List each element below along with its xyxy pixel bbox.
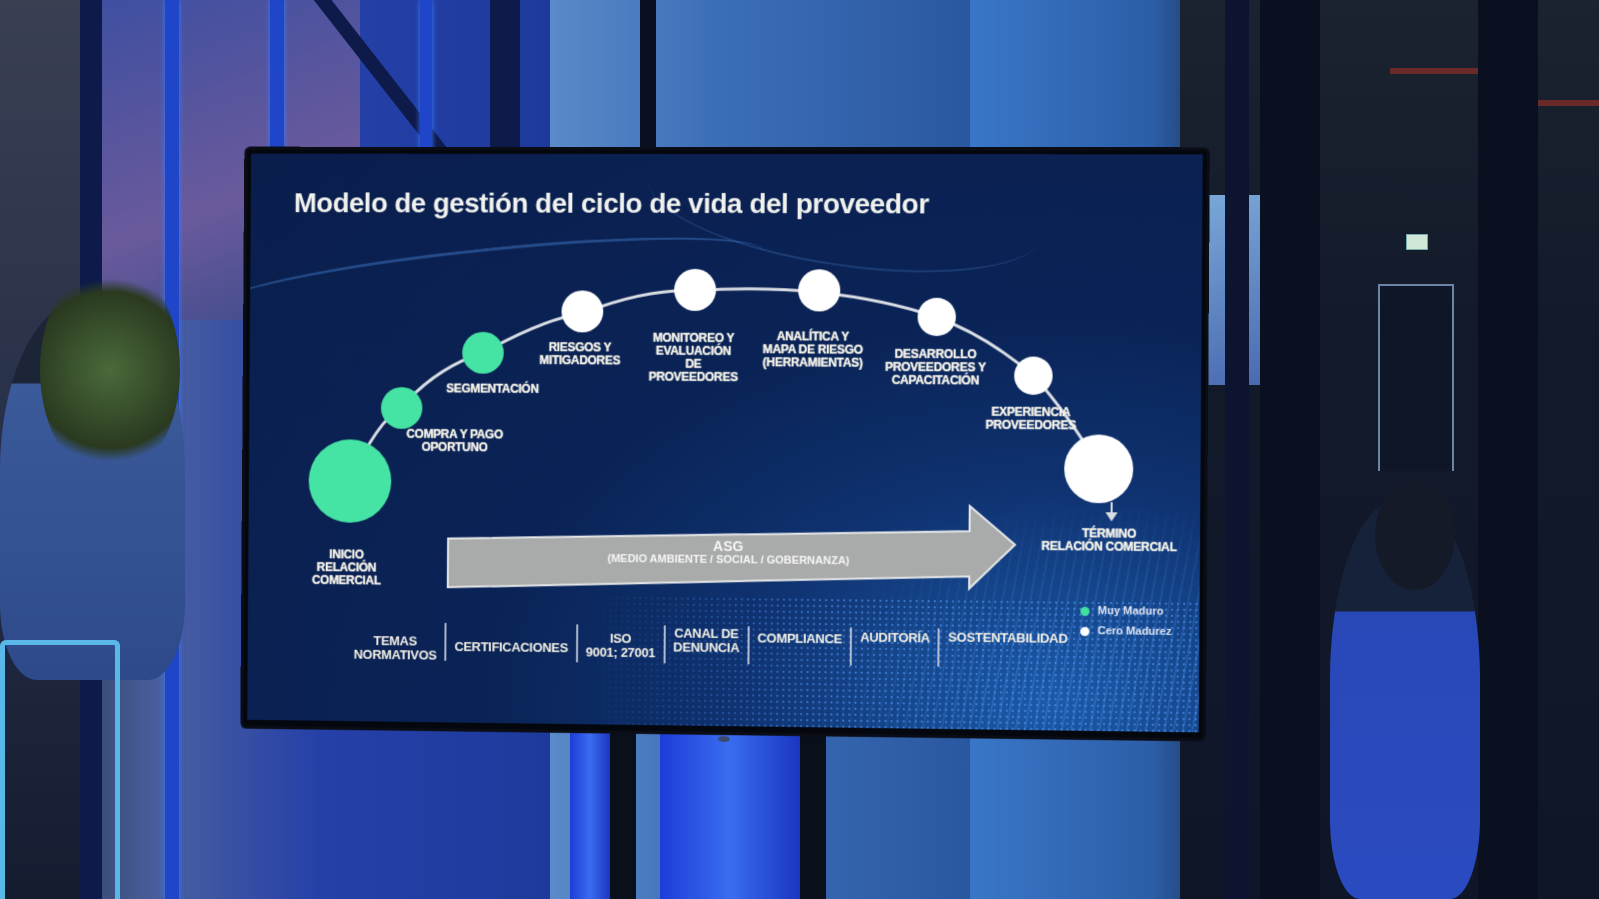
bottom-topics-bar: Temasnormativos Certificaciones ISO9001;…: [346, 620, 1076, 670]
lifecycle-diagram: [308, 269, 1134, 733]
divider: [849, 627, 853, 666]
node-inicio-relacion-comercial: [308, 439, 392, 524]
white-dot-icon: [1080, 626, 1090, 636]
green-dot-icon: [1080, 606, 1090, 616]
node-label: Riesgos ymitigadores: [539, 340, 621, 368]
tv-brand-logo: [717, 735, 730, 743]
exit-sign: [1406, 234, 1428, 250]
legend-item-cero-madurez: Cero Madurez: [1080, 625, 1172, 638]
blue-light-panel: [570, 730, 610, 899]
ceiling-pipe: [1500, 100, 1599, 106]
node-desarrollo: [917, 297, 957, 337]
node-compra-pago: [380, 387, 423, 429]
divider: [575, 624, 579, 663]
asg-arrow-label: ASG (Medio ambiente / Social / Gobernanz…: [564, 538, 894, 568]
truss-post: [420, 0, 432, 160]
topic-auditoria: Auditoría: [860, 629, 930, 646]
node-experiencia: [1014, 356, 1053, 395]
node-termino-relacion: [1063, 434, 1134, 504]
tv-stand-post: [610, 720, 636, 899]
end-arrow-icon: [1105, 512, 1118, 522]
chair: [0, 640, 120, 899]
truss-post: [640, 0, 656, 160]
divider: [444, 622, 447, 661]
audience-head: [1375, 480, 1455, 590]
node-label: Analítica ymapa de riesgo(herramientas): [762, 329, 863, 370]
asg-arrow: [448, 502, 1016, 593]
legend-item-muy-maduro: Muy Maduro: [1080, 605, 1171, 618]
node-label: Segmentación: [446, 381, 539, 396]
divider: [937, 628, 941, 667]
blue-light-panel: [660, 730, 800, 899]
maturity-legend: Muy Maduro Cero Madurez: [1080, 605, 1172, 646]
truss-post: [1260, 0, 1320, 899]
node-monitoreo: [674, 269, 717, 312]
topic-compliance: Compliance: [757, 630, 843, 647]
node-label: Compra y pagooportuno: [406, 426, 503, 455]
truss-post: [1225, 0, 1249, 899]
ceiling-pipe: [1390, 68, 1500, 74]
node-segmentacion: [462, 331, 504, 374]
divider: [663, 625, 666, 664]
truss-post: [490, 0, 520, 160]
divider: [747, 626, 750, 665]
tv-monitor: Modelo de gestión del ciclo de vida del …: [243, 149, 1207, 743]
exit-door: [1378, 284, 1454, 471]
node-label: Monitoreo yevaluacióndeproveedores: [648, 330, 738, 385]
node-analitica: [797, 269, 841, 312]
topic-sostentabilidad: Sostentabilidad: [948, 629, 1068, 646]
topic-canal-denuncia: Canal dedenuncia: [673, 625, 740, 656]
topic-temas-normativos: Temasnormativos: [353, 633, 437, 663]
node-label: Experienciaproveedores: [985, 404, 1077, 433]
truss-post: [1478, 0, 1538, 899]
node-label: Desarrolloproveedores ycapacitación: [884, 346, 986, 388]
node-riesgos: [561, 290, 604, 333]
node-label: InicioRelaciónComercial: [311, 547, 381, 588]
topic-certificaciones: Certificaciones: [454, 638, 569, 656]
plant: [40, 260, 180, 480]
node-label: Términorelación comercial: [1041, 526, 1177, 555]
slide-screen: Modelo de gestión del ciclo de vida del …: [247, 153, 1203, 733]
tv-stand-post: [800, 720, 826, 899]
